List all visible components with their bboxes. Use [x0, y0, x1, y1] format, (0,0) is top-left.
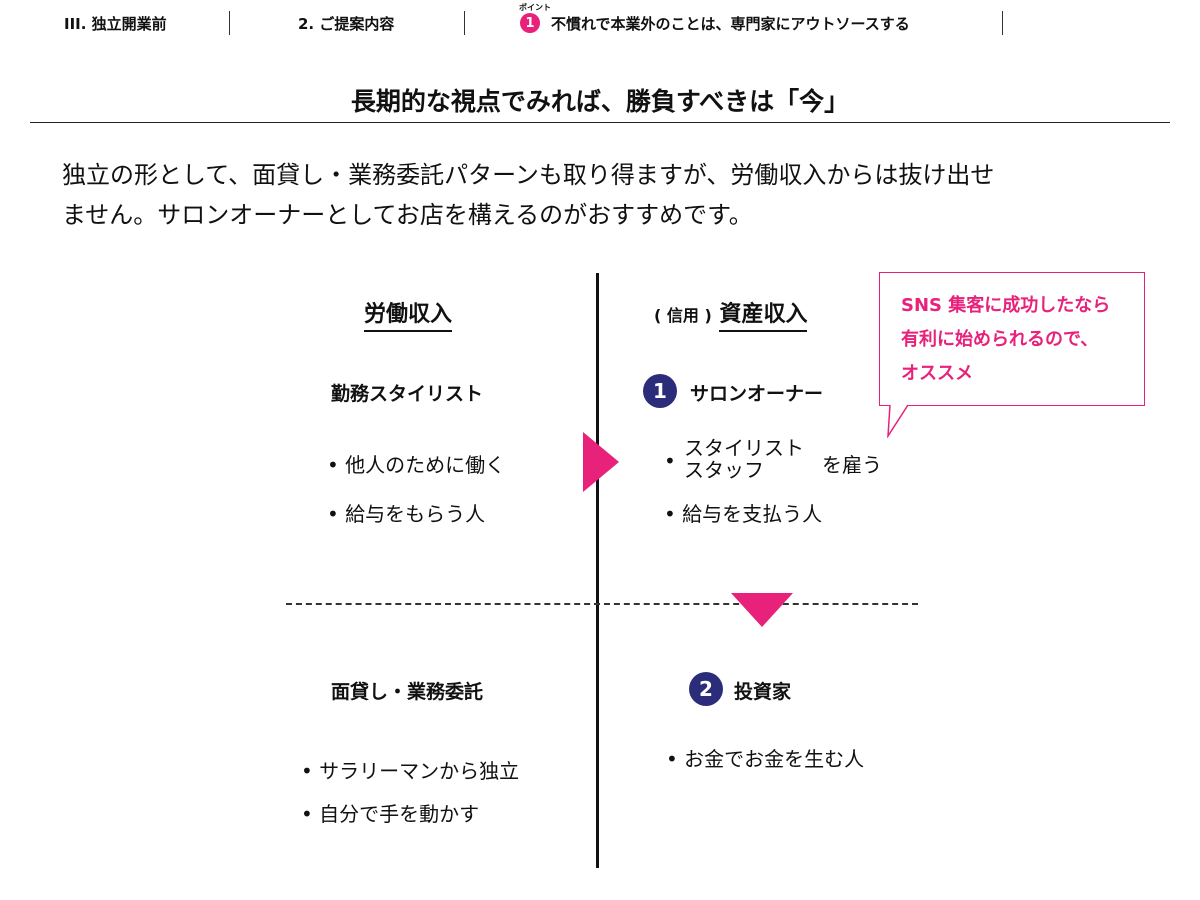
- callout-line: 有利に始められるので、: [901, 329, 1099, 350]
- q2-item: • 給与を支払う人: [664, 502, 823, 526]
- header-asset-income-label: 資産収入: [719, 296, 808, 332]
- breadcrumb-item-chapter[interactable]: III. 独立開業前: [64, 15, 167, 33]
- title-divider: [30, 122, 1170, 123]
- header-labor-income-label: 労働収入: [364, 296, 453, 332]
- q2-title: サロンオーナー: [690, 383, 824, 405]
- q3-item: • サラリーマンから独立: [301, 759, 520, 783]
- arrow-down-icon: [731, 593, 793, 627]
- header-labor-income: 労働収入: [364, 296, 453, 332]
- header-asset-income: ( 信用 ) 資産収入: [654, 296, 808, 332]
- q1-item: • 他人のために働く: [327, 453, 506, 477]
- intro-text-line2: ません。サロンオーナーとしてお店を構えるのがおすすめです。: [62, 201, 753, 229]
- callout-line: オススメ: [901, 363, 973, 384]
- breadcrumb-divider: [464, 11, 465, 35]
- q2-role-stylist: スタイリスト: [684, 436, 804, 460]
- q2-stacked-roles: スタイリスト スタッフ: [684, 437, 804, 481]
- vertical-axis-line: [596, 273, 599, 868]
- q3-item: • 自分で手を動かす: [301, 802, 480, 826]
- q2-bullet: •: [664, 449, 676, 473]
- callout-line: SNS 集客に成功したなら: [901, 295, 1111, 316]
- q1-title: 勤務スタイリスト: [331, 383, 484, 405]
- q4-title: 投資家: [734, 681, 792, 703]
- breadcrumb-divider: [229, 11, 230, 35]
- q3-title: 面貸し・業務委託: [331, 681, 484, 703]
- breadcrumb-item-section[interactable]: 2. ご提案内容: [298, 15, 395, 33]
- breadcrumb-item-point[interactable]: 不慣れで本業外のことは、専門家にアウトソースする: [551, 15, 910, 33]
- breadcrumb-divider: [1002, 11, 1003, 35]
- q1-item: • 給与をもらう人: [327, 502, 486, 526]
- callout-box: SNS 集客に成功したなら 有利に始められるので、 オススメ: [879, 272, 1145, 406]
- callout-tail: [887, 404, 909, 438]
- intro-text-line1: 独立の形として、面貸し・業務委託パターンも取り得ますが、労働収入からは抜け出せ: [62, 161, 995, 189]
- point-ruby-label: ポイント: [519, 3, 551, 12]
- section-title: 長期的な視点でみれば、勝負すべきは「今」: [350, 87, 850, 116]
- horizontal-dashed-divider: [286, 603, 918, 605]
- q4-item: • お金でお金を生む人: [666, 747, 865, 771]
- q2-hire-suffix: を雇う: [822, 453, 882, 477]
- arrow-right-icon: [583, 432, 619, 492]
- q4-number-badge: 2: [689, 672, 723, 706]
- q2-role-staff: スタッフ: [684, 458, 764, 482]
- point-number-badge: 1: [520, 13, 540, 33]
- header-credit-prefix: ( 信用 ): [654, 306, 712, 325]
- q2-number-badge: 1: [643, 374, 677, 408]
